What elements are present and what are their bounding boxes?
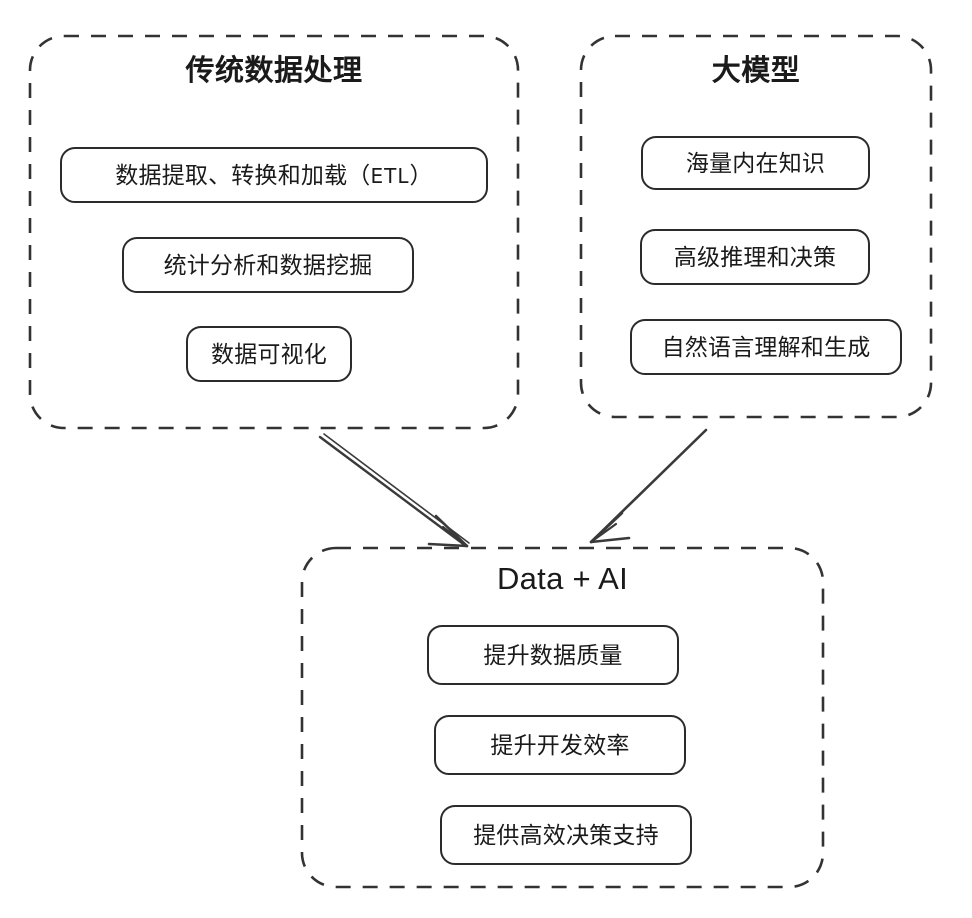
item-label-advanced-reasoning: 高级推理和决策: [673, 244, 837, 270]
arrow-largemodel-to-dataai: [589, 428, 708, 544]
item-massive-intrinsic-knowledge[interactable]: 海量内在知识: [641, 136, 870, 190]
item-natural-language[interactable]: 自然语言理解和生成: [630, 319, 902, 375]
item-efficient-decision-support[interactable]: 提供高效决策支持: [440, 805, 692, 865]
group-title-traditional-data-processing: 传统数据处理: [185, 55, 363, 87]
item-label-etl: 数据提取、转换和加载（ETL）: [115, 161, 433, 188]
group-data-plus-ai: Data + AI: [302, 548, 823, 887]
item-improve-dev-efficiency[interactable]: 提升开发效率: [434, 715, 686, 775]
item-label-massive-intrinsic-knowledge: 海量内在知识: [685, 150, 826, 176]
group-title-data-plus-ai: Data + AI: [496, 561, 629, 596]
item-etl[interactable]: 数据提取、转换和加载（ETL）: [60, 147, 488, 203]
item-label-efficient-decision-support: 提供高效决策支持: [473, 822, 659, 848]
item-label-statistical-analysis: 统计分析和数据挖掘: [163, 252, 373, 278]
item-improve-data-quality[interactable]: 提升数据质量: [427, 625, 679, 685]
item-label-improve-dev-efficiency: 提升开发效率: [490, 732, 630, 758]
item-label-natural-language: 自然语言理解和生成: [661, 334, 871, 360]
group-large-model: 大模型: [581, 36, 931, 417]
item-statistical-analysis[interactable]: 统计分析和数据挖掘: [122, 237, 414, 293]
item-label-data-visualization: 数据可视化: [211, 341, 327, 367]
group-title-large-model: 大模型: [711, 55, 801, 87]
arrow-traditional-to-dataai: [318, 433, 470, 548]
group-traditional-data-processing: 传统数据处理: [30, 36, 518, 428]
item-data-visualization[interactable]: 数据可视化: [186, 326, 352, 382]
item-label-improve-data-quality: 提升数据质量: [483, 642, 623, 668]
item-advanced-reasoning[interactable]: 高级推理和决策: [640, 229, 870, 285]
